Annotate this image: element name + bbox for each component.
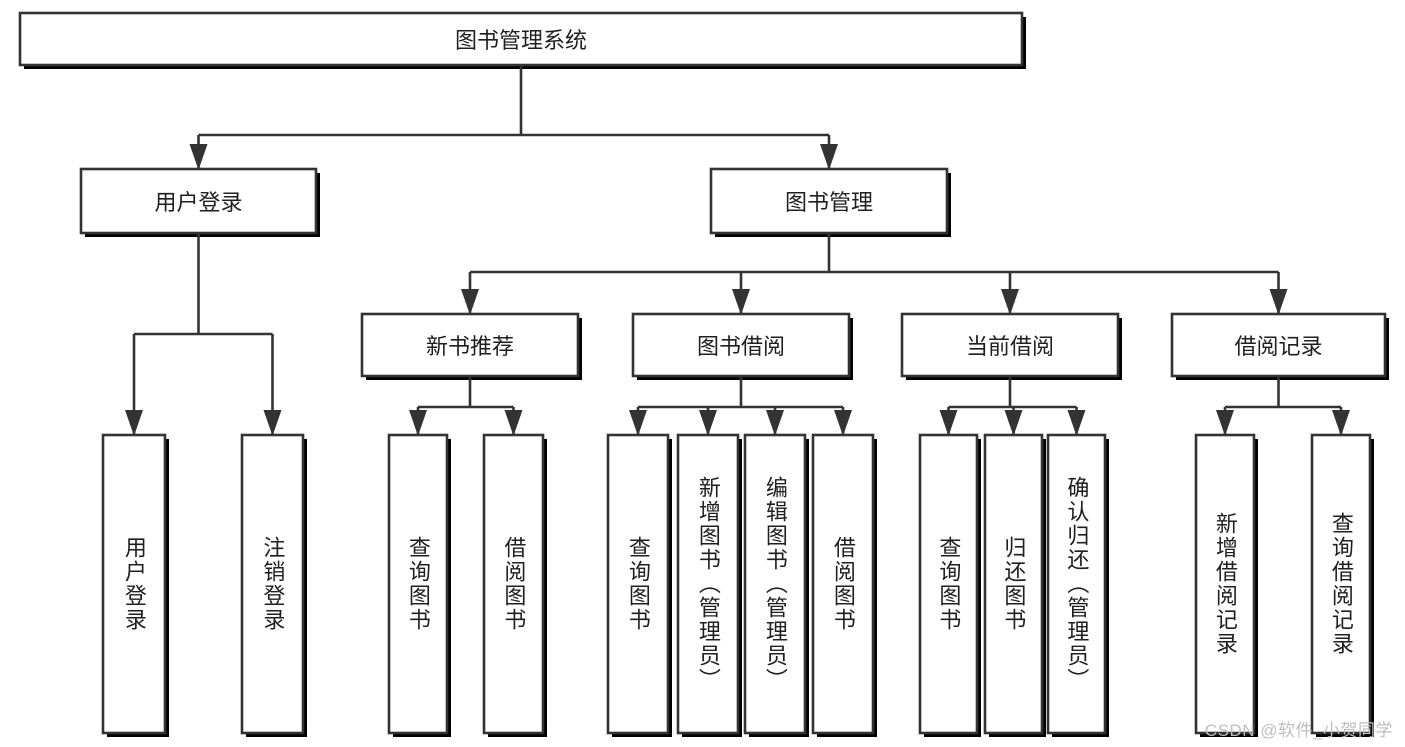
leaf-leaf-edit-book[interactable] <box>743 433 807 735</box>
leaf-leaf-query-book-rec[interactable] <box>387 433 449 735</box>
leaf-leaf-add-book[interactable] <box>676 433 740 735</box>
node-user-login[interactable] <box>79 167 318 235</box>
leaf-leaf-confirm-return[interactable] <box>1046 433 1107 735</box>
arrowhead-book-borrow-to-leaf-borrow-book <box>834 410 852 436</box>
connector-layer <box>125 65 1350 436</box>
node-root[interactable] <box>18 11 1024 67</box>
node-current-borrow[interactable] <box>900 312 1120 378</box>
arrowhead-new-book-recommend-to-leaf-query-book-rec <box>409 410 427 436</box>
arrowhead-root-to-book-management <box>820 144 838 170</box>
arrowhead-new-book-recommend-to-leaf-borrow-book-rec <box>504 410 523 436</box>
leaf-leaf-query-book-current[interactable] <box>918 433 979 735</box>
leaf-leaf-query-record[interactable] <box>1310 433 1372 735</box>
arrowhead-user-login-to-leaf-logout <box>263 410 282 436</box>
node-borrow-record[interactable] <box>1170 312 1387 378</box>
arrowhead-book-borrow-to-leaf-query-book-borrow <box>629 410 647 436</box>
node-box-layer <box>18 11 1387 735</box>
arrowhead-current-borrow-to-leaf-confirm-return <box>1067 410 1086 436</box>
node-book-borrow[interactable] <box>631 312 851 378</box>
node-book-management[interactable] <box>709 167 949 235</box>
leaf-leaf-query-book-borrow[interactable] <box>606 433 670 735</box>
leaf-leaf-add-record[interactable] <box>1194 433 1256 735</box>
arrowhead-borrow-record-to-leaf-add-record <box>1216 410 1234 436</box>
leaf-leaf-user-login[interactable] <box>101 433 167 735</box>
arrowhead-book-borrow-to-leaf-edit-book <box>766 410 784 436</box>
node-new-book-recommend[interactable] <box>360 312 580 378</box>
arrowhead-book-borrow-to-leaf-add-book <box>699 410 717 436</box>
arrowhead-root-to-user-login <box>189 144 208 170</box>
leaf-leaf-borrow-book[interactable] <box>811 433 875 735</box>
arrowhead-bm-to-book-borrow <box>732 289 750 315</box>
arrowhead-current-borrow-to-leaf-query-book-current <box>939 410 958 436</box>
leaf-leaf-borrow-book-rec[interactable] <box>482 433 545 735</box>
arrowhead-bm-to-new-book-recommend <box>461 289 479 315</box>
arrowhead-bm-to-current-borrow <box>1001 289 1019 315</box>
arrowhead-user-login-to-leaf-user-login <box>125 410 143 436</box>
leaf-leaf-return-book[interactable] <box>983 433 1044 735</box>
arrowhead-current-borrow-to-leaf-return-book <box>1004 410 1023 436</box>
arrowhead-borrow-record-to-leaf-query-record <box>1332 410 1350 436</box>
arrowhead-bm-to-borrow-record <box>1269 289 1288 315</box>
leaf-leaf-logout[interactable] <box>240 433 305 735</box>
